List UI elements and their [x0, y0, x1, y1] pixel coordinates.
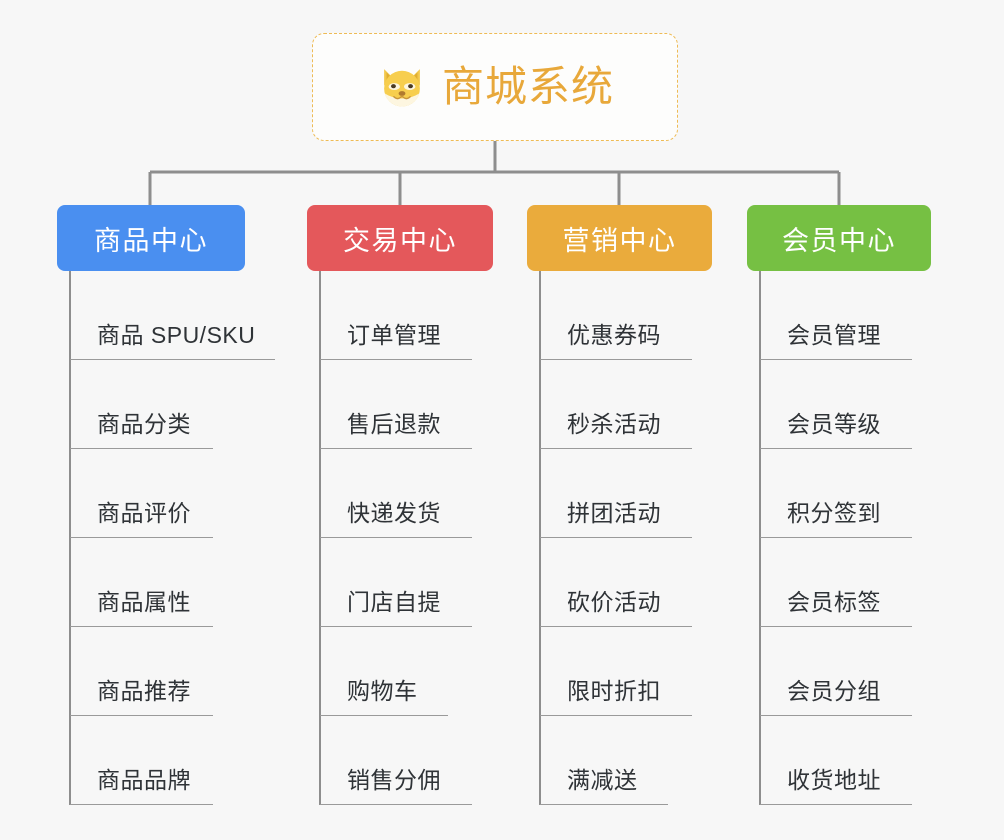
list-item[interactable]: 拼团活动	[527, 449, 712, 538]
column-spine-2	[319, 271, 321, 805]
list-item[interactable]: 商品评价	[57, 449, 245, 538]
category-column-1: 商品中心 商品 SPU/SKU 商品分类 商品评价 商品属性 商品推荐	[57, 205, 275, 805]
item-underline	[760, 715, 912, 716]
item-label: 砍价活动	[567, 589, 661, 615]
item-underline	[70, 359, 275, 360]
root-title: 商城系统	[441, 63, 614, 110]
category-column-4: 会员中心 会员管理 会员等级 积分签到 会员标签 会员分组	[747, 205, 931, 805]
item-underline	[760, 804, 912, 805]
category-column-2: 交易中心 订单管理 售后退款 快递发货 门店自提 购物车	[307, 205, 493, 805]
list-item[interactable]: 快递发货	[307, 449, 493, 538]
item-list-3: 优惠券码 秒杀活动 拼团活动 砍价活动 限时折扣 满减送	[527, 271, 712, 805]
item-underline	[70, 537, 213, 538]
list-item[interactable]: 门店自提	[307, 538, 493, 627]
shiba-dog-face-icon	[376, 61, 428, 113]
item-underline	[540, 359, 692, 360]
list-item[interactable]: 满减送	[527, 716, 712, 805]
item-label: 优惠券码	[567, 322, 661, 348]
item-underline	[540, 804, 668, 805]
list-item[interactable]: 会员等级	[747, 360, 931, 449]
column-spine-1	[69, 271, 71, 805]
category-title-4: 会员中心	[782, 225, 896, 256]
list-item[interactable]: 会员分组	[747, 627, 931, 716]
item-underline	[540, 626, 692, 627]
list-item[interactable]: 秒杀活动	[527, 360, 712, 449]
list-item[interactable]: 砍价活动	[527, 538, 712, 627]
list-item[interactable]: 收货地址	[747, 716, 931, 805]
item-label: 拼团活动	[567, 500, 661, 526]
item-underline	[320, 804, 472, 805]
category-title-3: 营销中心	[562, 225, 677, 256]
item-underline	[760, 537, 912, 538]
item-label: 商品 SPU/SKU	[97, 322, 256, 348]
column-spine-3	[539, 271, 541, 805]
category-header-1[interactable]: 商品中心	[57, 205, 245, 271]
item-underline	[540, 448, 692, 449]
item-label: 商品属性	[97, 589, 191, 615]
item-label: 会员管理	[787, 322, 881, 348]
list-item[interactable]: 限时折扣	[527, 627, 712, 716]
item-underline	[70, 804, 213, 805]
list-item[interactable]: 商品品牌	[57, 716, 245, 805]
list-item[interactable]: 商品 SPU/SKU	[57, 271, 275, 360]
item-label: 会员标签	[787, 589, 881, 615]
item-underline	[320, 626, 472, 627]
item-underline	[70, 715, 213, 716]
list-item[interactable]: 会员管理	[747, 271, 931, 360]
list-item[interactable]: 商品推荐	[57, 627, 245, 716]
list-item[interactable]: 订单管理	[307, 271, 493, 360]
item-underline	[320, 537, 472, 538]
category-title-1: 商品中心	[94, 225, 208, 256]
item-underline	[540, 537, 692, 538]
item-list-2: 订单管理 售后退款 快递发货 门店自提 购物车 销售分佣	[307, 271, 493, 805]
list-item[interactable]: 销售分佣	[307, 716, 493, 805]
item-label: 商品品牌	[97, 767, 191, 793]
item-label: 门店自提	[347, 589, 441, 615]
item-underline	[320, 448, 472, 449]
category-title-2: 交易中心	[343, 225, 457, 256]
category-header-3[interactable]: 营销中心	[527, 205, 712, 271]
item-label: 积分签到	[787, 500, 881, 526]
list-item[interactable]: 售后退款	[307, 360, 493, 449]
item-label: 会员等级	[787, 411, 881, 437]
item-underline	[70, 626, 213, 627]
item-label: 订单管理	[347, 322, 441, 348]
list-item[interactable]: 商品属性	[57, 538, 245, 627]
list-item[interactable]: 会员标签	[747, 538, 931, 627]
item-label: 快递发货	[347, 500, 441, 526]
item-label: 购物车	[347, 678, 418, 704]
item-underline	[760, 359, 912, 360]
category-header-4[interactable]: 会员中心	[747, 205, 931, 271]
item-underline	[760, 448, 912, 449]
category-column-3: 营销中心 优惠券码 秒杀活动 拼团活动 砍价活动 限时折扣	[527, 205, 712, 805]
category-header-2[interactable]: 交易中心	[307, 205, 493, 271]
list-item[interactable]: 积分签到	[747, 449, 931, 538]
item-label: 商品分类	[97, 411, 191, 437]
item-list-1: 商品 SPU/SKU 商品分类 商品评价 商品属性 商品推荐 商品品牌	[57, 271, 275, 805]
item-label: 商品推荐	[97, 678, 191, 704]
item-underline	[70, 448, 213, 449]
item-underline	[320, 715, 448, 716]
list-item[interactable]: 购物车	[307, 627, 493, 716]
item-label: 销售分佣	[347, 767, 441, 793]
root-node[interactable]: 商城系统	[312, 33, 678, 141]
item-label: 满减送	[567, 767, 638, 793]
item-list-4: 会员管理 会员等级 积分签到 会员标签 会员分组 收货地址	[747, 271, 931, 805]
item-underline	[540, 715, 692, 716]
item-label: 收货地址	[787, 767, 881, 793]
item-label: 限时折扣	[567, 678, 661, 704]
item-underline	[760, 626, 912, 627]
item-underline	[320, 359, 472, 360]
item-label: 商品评价	[97, 500, 191, 526]
item-label: 秒杀活动	[567, 411, 661, 437]
list-item[interactable]: 商品分类	[57, 360, 245, 449]
item-label: 会员分组	[787, 678, 881, 704]
column-spine-4	[759, 271, 761, 805]
list-item[interactable]: 优惠券码	[527, 271, 712, 360]
item-label: 售后退款	[347, 411, 441, 437]
